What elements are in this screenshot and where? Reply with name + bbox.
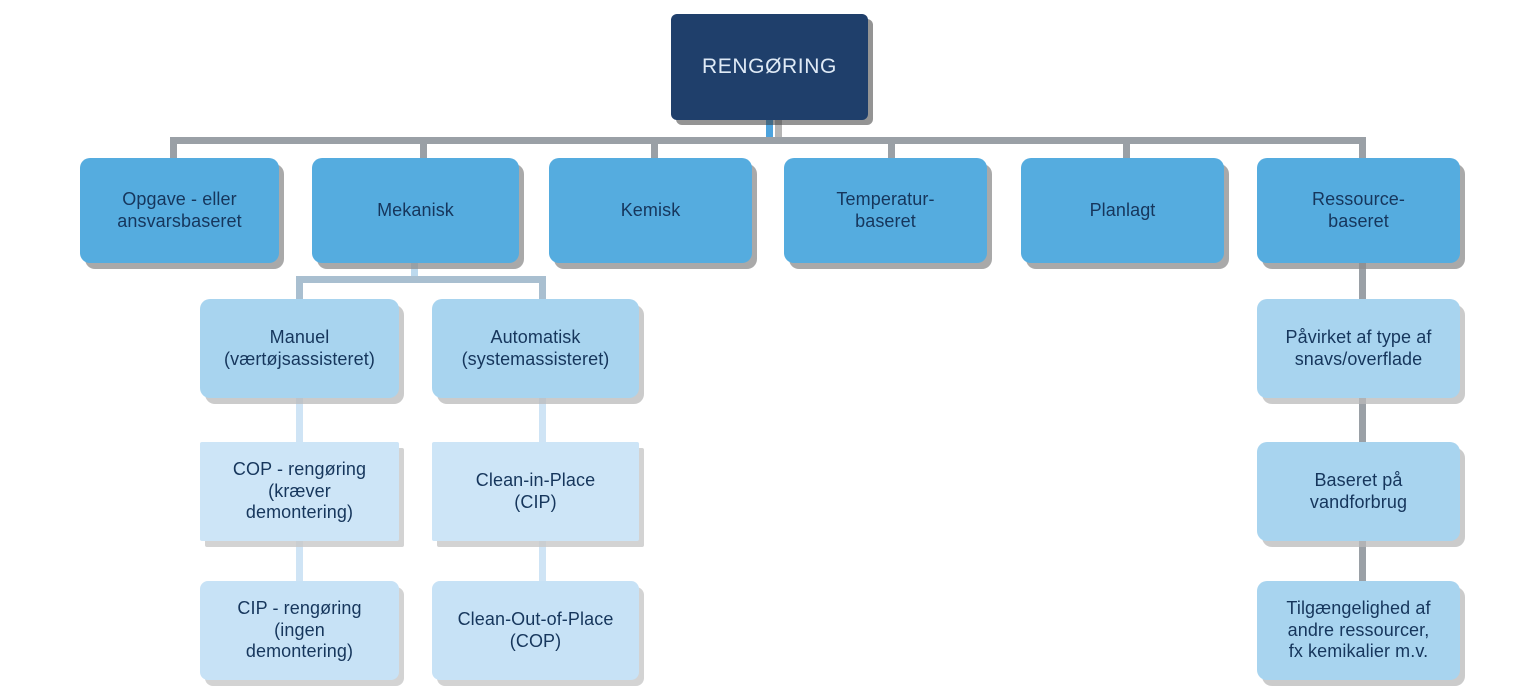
connector-drop-6 bbox=[1359, 137, 1366, 161]
node-kemisk[interactable]: Kemisk bbox=[549, 158, 752, 263]
connector-ressource-2 bbox=[1359, 398, 1366, 442]
connector-ressource-1 bbox=[1359, 261, 1366, 301]
connector-root-stem bbox=[766, 118, 773, 144]
node-manuel-vaertoejsassisteret[interactable]: Manuel (værtøjsassisteret) bbox=[200, 299, 399, 398]
node-tilgaengelighed-andre-ressourcer[interactable]: Tilgængelighed af andre ressourcer, fx k… bbox=[1257, 581, 1460, 680]
node-temperatur-baseret[interactable]: Temperatur- baseret bbox=[784, 158, 987, 263]
node-automatisk-systemassisteret[interactable]: Automatisk (systemassisteret) bbox=[432, 299, 639, 398]
node-baseret-paa-vandforbrug[interactable]: Baseret på vandforbrug bbox=[1257, 442, 1460, 541]
node-cop-rengoring-kraever-demontering[interactable]: COP - rengøring (kræver demontering) bbox=[200, 442, 399, 541]
node-clean-out-of-place-cop[interactable]: Clean-Out-of-Place (COP) bbox=[432, 581, 639, 680]
connector-mekanisk-drop-left bbox=[296, 276, 303, 300]
connector-mekanisk-drop-right bbox=[539, 276, 546, 300]
node-mekanisk[interactable]: Mekanisk bbox=[312, 158, 519, 263]
node-planlagt[interactable]: Planlagt bbox=[1021, 158, 1224, 263]
connector-drop-3 bbox=[651, 137, 658, 161]
node-cip-rengoring-ingen-demontering[interactable]: CIP - rengøring (ingen demontering) bbox=[200, 581, 399, 680]
connector-root-stem-shadow bbox=[775, 118, 782, 142]
node-opgave-ansvarsbaseret[interactable]: Opgave - eller ansvarsbaseret bbox=[80, 158, 279, 263]
node-paavirket-af-type-af-snavs[interactable]: Påvirket af type af snavs/overflade bbox=[1257, 299, 1460, 398]
node-ressource-baseret[interactable]: Ressource- baseret bbox=[1257, 158, 1460, 263]
connector-drop-2 bbox=[420, 137, 427, 161]
connector-drop-5 bbox=[1123, 137, 1130, 161]
node-clean-in-place-cip[interactable]: Clean-in-Place (CIP) bbox=[432, 442, 639, 541]
node-root-rengoring[interactable]: RENGØRING bbox=[671, 14, 868, 120]
connector-ressource-3 bbox=[1359, 541, 1366, 581]
connector-mekanisk-bus bbox=[296, 276, 546, 283]
connector-horizontal-bus bbox=[170, 137, 1366, 144]
connector-drop-4 bbox=[888, 137, 895, 161]
connector-manuel-to-cop bbox=[296, 398, 303, 442]
connector-cop-to-cip bbox=[296, 541, 303, 581]
connector-mekanisk-stem bbox=[411, 261, 418, 281]
connector-drop-1 bbox=[170, 137, 177, 161]
connector-automatisk-to-cip bbox=[539, 398, 546, 442]
connector-cip-to-cop bbox=[539, 541, 546, 581]
